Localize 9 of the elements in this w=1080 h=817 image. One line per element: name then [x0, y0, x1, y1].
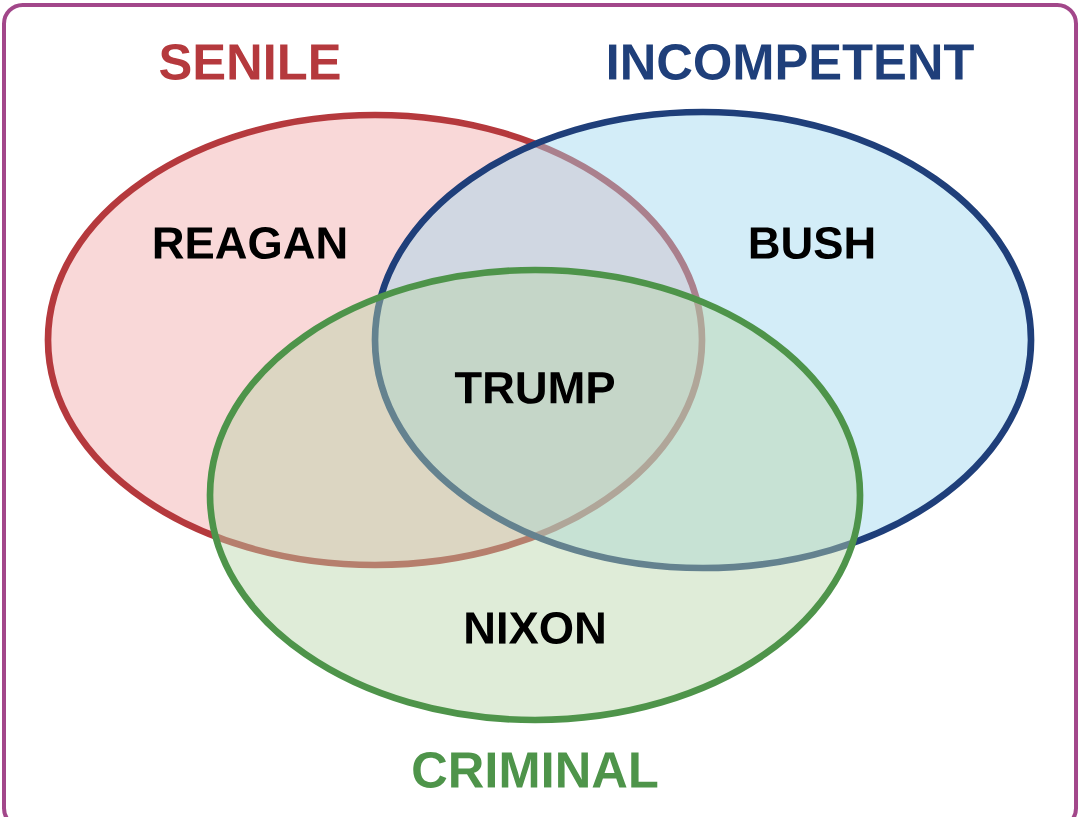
name-label: NIXON [466, 611, 604, 645]
circle-heading: CRIMINAL [413, 752, 658, 788]
circle-heading: SENILE [159, 44, 340, 80]
name-label: BUSH [750, 226, 874, 260]
venn-circle [206, 266, 864, 724]
venn-circle [371, 108, 1035, 572]
circle-heading: INCOMPETENT [609, 44, 974, 80]
name-label: REAGAN [154, 226, 346, 260]
name-label: TRUMP [454, 372, 615, 404]
